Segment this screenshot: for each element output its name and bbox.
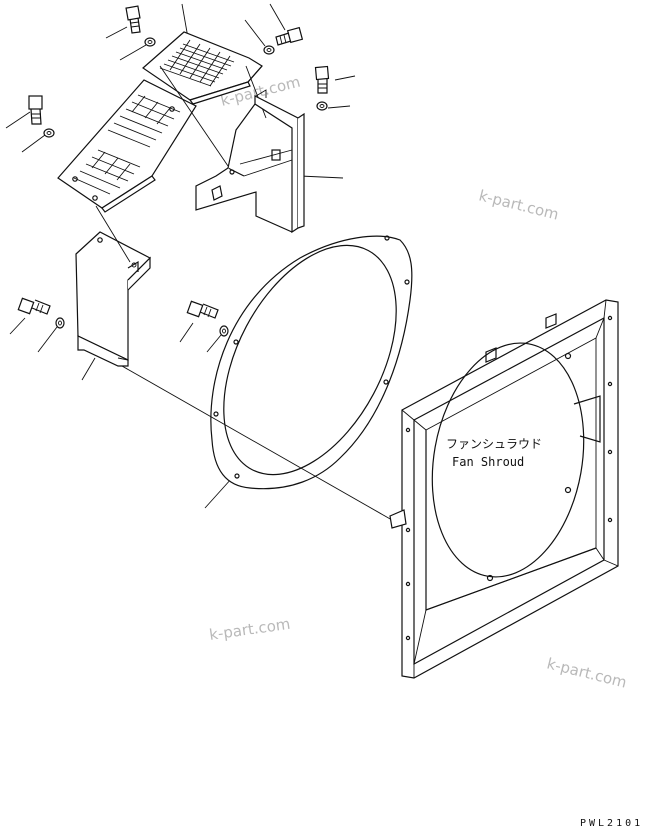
washer bbox=[316, 101, 328, 111]
washer bbox=[219, 325, 229, 337]
leader-lines bbox=[5, 3, 356, 509]
washer bbox=[55, 317, 65, 329]
leader-lines bbox=[95, 205, 131, 263]
right-bracket bbox=[195, 89, 305, 234]
fan-ring bbox=[210, 235, 413, 490]
fan-shroud bbox=[389, 299, 619, 679]
upper-grille-cover bbox=[142, 31, 263, 105]
part-label-japanese: ファンシュラウド bbox=[446, 437, 542, 451]
bolt-top-right bbox=[275, 26, 304, 46]
bolt-right bbox=[314, 65, 330, 94]
drawing-code: PWL2101 bbox=[580, 818, 643, 829]
washer bbox=[144, 37, 156, 47]
left-bracket bbox=[75, 231, 152, 367]
washer bbox=[263, 45, 275, 55]
bolt-center bbox=[186, 300, 219, 319]
leader-lines bbox=[121, 365, 393, 521]
leader-lines bbox=[159, 65, 229, 167]
bolt-left bbox=[28, 95, 43, 125]
watermark: k-part.com bbox=[477, 186, 561, 223]
watermark: k-part.com bbox=[545, 654, 629, 691]
bolt-top-left bbox=[125, 5, 141, 34]
part-label-english: Fan Shroud bbox=[452, 455, 524, 469]
lower-grille-cover bbox=[57, 79, 197, 213]
washer bbox=[43, 128, 55, 138]
bolt-mid-left bbox=[17, 297, 51, 315]
watermark: k-part.com bbox=[208, 615, 291, 644]
